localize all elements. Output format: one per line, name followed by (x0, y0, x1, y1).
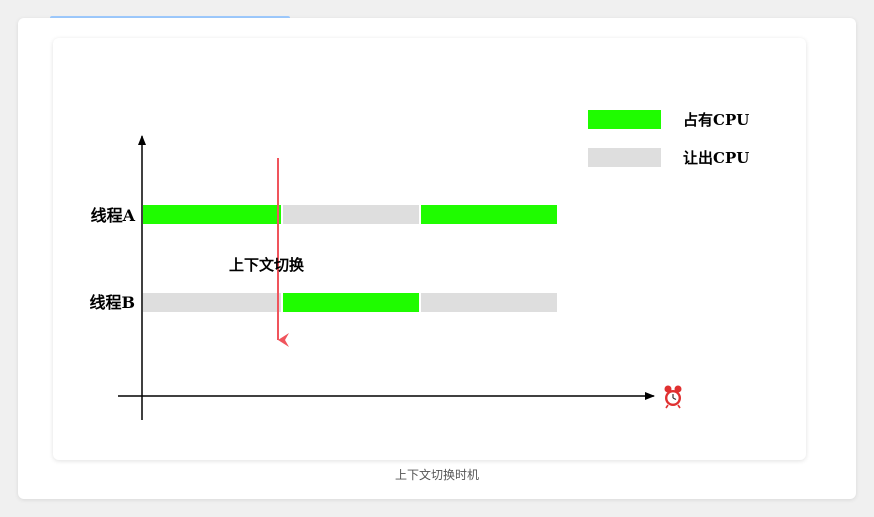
alarm-clock-icon (664, 385, 682, 409)
figure-caption: 上下文切换时机 (394, 468, 479, 482)
thread-b-segment-yielding (143, 293, 281, 312)
thread-label-a: 线程A (91, 206, 136, 225)
legend-label-yielding: 让出CPU (683, 149, 749, 167)
thread-a-segment-yielding (283, 205, 419, 224)
thread-label-b: 线程B (89, 293, 135, 312)
legend-swatch-holding (588, 110, 661, 129)
legend-label-holding: 占有CPU (683, 111, 749, 129)
thread-a-segment-holding (143, 205, 281, 224)
context-switch-label: 上下文切换 (229, 256, 305, 274)
thread-b-segment-holding (283, 293, 419, 312)
thread-b-segment-yielding (421, 293, 557, 312)
legend-swatch-yielding (588, 148, 661, 167)
thread-a-segment-holding (421, 205, 557, 224)
